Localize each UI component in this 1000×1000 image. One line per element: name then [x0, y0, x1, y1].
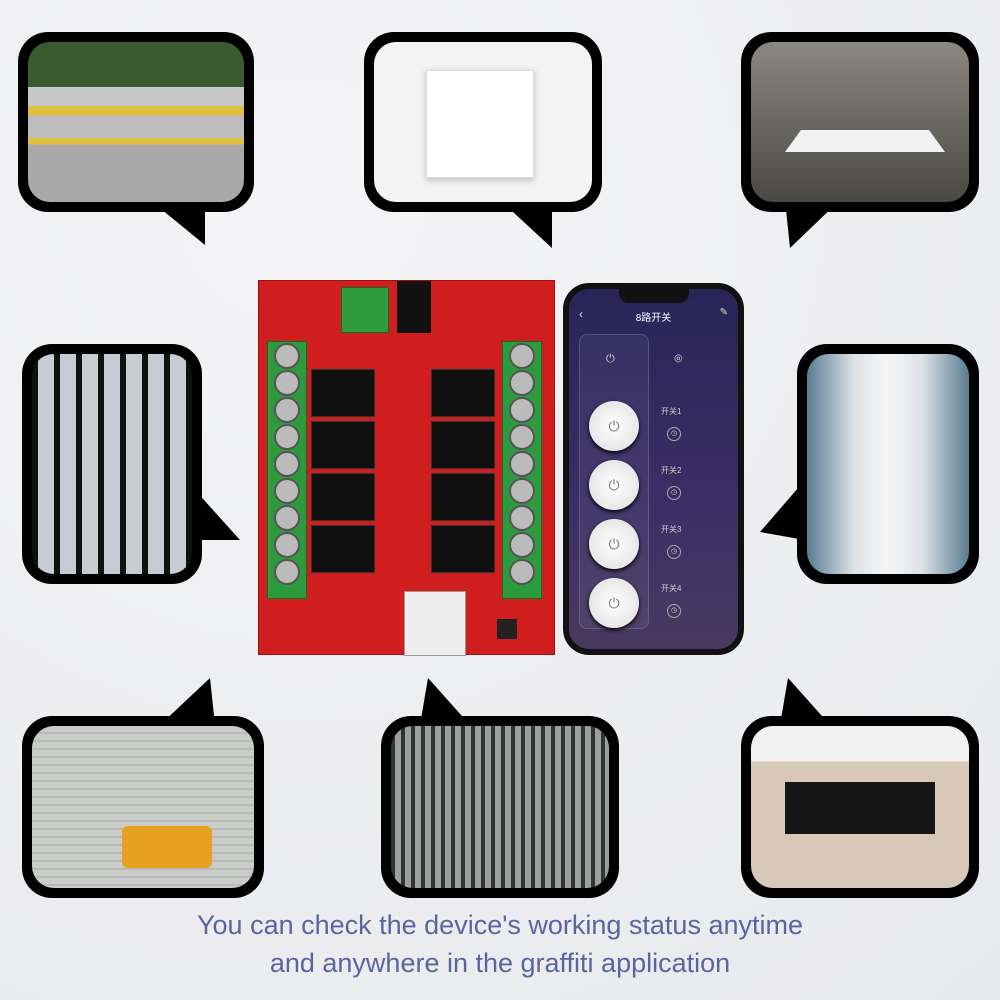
pendant-lamp-photo [751, 42, 969, 202]
switch-1-label: 开关1 [661, 407, 682, 416]
switch-3-button[interactable]: ⏻ [589, 519, 639, 569]
timer-icon[interactable]: ◷ [667, 604, 681, 618]
timer-icon[interactable]: ◷ [667, 545, 681, 559]
bubble-tail-5 [760, 480, 805, 540]
bubble-tail-4 [195, 490, 240, 540]
switch-4-button[interactable]: ⏻ [589, 578, 639, 628]
timer-icon[interactable]: ◷ [667, 427, 681, 441]
relay [311, 421, 375, 469]
relay [431, 525, 495, 573]
relay [431, 369, 495, 417]
switch-3-label: 开关3 [661, 525, 682, 534]
all-power-icon[interactable]: ⏻ [606, 353, 615, 365]
relay [431, 421, 495, 469]
bubble-tail-8 [780, 678, 830, 725]
terminal-block-left [267, 341, 307, 599]
switch-2-button[interactable]: ⏻ [589, 460, 639, 510]
timer-icon[interactable]: ◷ [667, 486, 681, 500]
driveway-gate-photo [32, 354, 192, 574]
parking-barrier-photo [28, 42, 244, 202]
relay [311, 473, 375, 521]
caption-line-2: and anywhere in the graffiti application [269, 948, 731, 978]
relay [311, 369, 375, 417]
caption-line-1: You can check the device's working statu… [197, 910, 803, 940]
switch-4-label: 开关4 [661, 584, 682, 593]
power-terminal [341, 287, 389, 333]
relay [311, 525, 375, 573]
wifi-module [404, 591, 466, 656]
garage-door-photo [32, 726, 254, 888]
bubble-tail-7 [420, 678, 470, 725]
bubble-tail-6 [160, 678, 215, 725]
switch-1-button[interactable]: ⏻ [589, 401, 639, 451]
settings-icon[interactable]: ◎ [674, 353, 683, 364]
app-title: 8路开关 [635, 313, 672, 324]
sliding-gate-photo [391, 726, 609, 888]
wall-socket-photo [374, 42, 592, 202]
relay-board [258, 280, 555, 656]
terminal-block-right [502, 341, 542, 599]
dc-jack [397, 281, 431, 333]
air-conditioner-photo [751, 726, 969, 888]
curtains-photo [807, 354, 969, 574]
edit-icon[interactable]: ✎ [719, 307, 728, 318]
app-screen: ‹ 8路开关 ✎ ⏻ ◎ ⏻ 开关1 ◷ ⏻ 开关2 ◷ ⏻ 开关3 ◷ ⏻ 开… [569, 289, 738, 649]
relay [431, 473, 495, 521]
reset-button[interactable] [497, 619, 517, 639]
back-icon[interactable]: ‹ [579, 307, 583, 321]
smartphone: ‹ 8路开关 ✎ ⏻ ◎ ⏻ 开关1 ◷ ⏻ 开关2 ◷ ⏻ 开关3 ◷ ⏻ 开… [563, 283, 744, 655]
switch-2-label: 开关2 [661, 466, 682, 475]
